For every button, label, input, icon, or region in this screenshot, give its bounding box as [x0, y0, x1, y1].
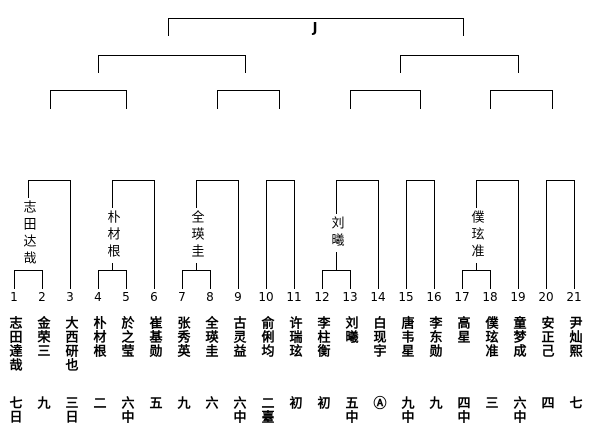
player-seed: 8 [206, 290, 214, 304]
player-name: 志田達哉 [6, 316, 22, 372]
player-seed: 4 [94, 290, 102, 304]
player-seed: 7 [178, 290, 186, 304]
player-name: 朴材根 [90, 316, 106, 358]
player-seed: 1 [10, 290, 18, 304]
player-rank: 九 [34, 396, 50, 410]
player-seed: 13 [342, 290, 358, 304]
player-name: 白现宇 [370, 316, 386, 358]
bracket-line [217, 90, 280, 109]
player-seed: 2 [38, 290, 46, 304]
player-rank: 七日 [6, 396, 22, 424]
player-name: 李柱衡 [314, 316, 330, 358]
player-name: 古灵益 [230, 316, 246, 358]
player-rank: 二 [90, 396, 106, 410]
player-rank: 四 [538, 396, 554, 410]
bracket-line [168, 18, 464, 36]
player-seed: 15 [398, 290, 414, 304]
player-name: 俞俐均 [258, 316, 274, 358]
player-name: 许瑞玹 [286, 316, 302, 358]
bracket-line [50, 90, 127, 109]
player-rank: 初 [314, 396, 330, 410]
player-name: 全瑛圭 [202, 316, 218, 358]
player-name: 金荣三 [34, 316, 50, 358]
bracket-line [350, 90, 421, 109]
player-seed: 6 [150, 290, 158, 304]
player-rank: 四中 [454, 396, 470, 424]
player-seed: 5 [122, 290, 130, 304]
bracket-line [546, 180, 575, 289]
player-rank: 三 [482, 396, 498, 410]
player-rank: 三日 [62, 396, 78, 424]
player-name: 尹灿熙 [566, 316, 582, 358]
bracket-line [322, 270, 351, 289]
player-rank: 六中 [118, 396, 134, 424]
player-name: 崔基勋 [146, 316, 162, 358]
player-rank: 六 [202, 396, 218, 410]
player-rank: 七 [566, 396, 582, 410]
player-rank: 五中 [342, 396, 358, 424]
player-name: 高星 [454, 316, 470, 344]
round-winner-label: 志田达哉 [20, 198, 36, 270]
bracket-line [182, 270, 211, 289]
champion-label: J [309, 22, 321, 35]
player-seed: 3 [66, 290, 74, 304]
round-winner-label: 全瑛圭 [188, 208, 204, 263]
player-seed: 17 [454, 290, 470, 304]
player-seed: 19 [510, 290, 526, 304]
bracket-line [98, 55, 246, 73]
bracket-line [400, 55, 519, 73]
player-name: 僕玹准 [482, 316, 498, 358]
player-rank: 初 [286, 396, 302, 410]
player-seed: 11 [286, 290, 302, 304]
bracket-line [266, 180, 295, 289]
player-name: 童梦成 [510, 316, 526, 358]
player-name: 刘曦 [342, 316, 358, 344]
bracket-line [490, 90, 553, 109]
player-rank: 六中 [230, 396, 246, 424]
player-rank: 六中 [510, 396, 526, 424]
player-seed: 20 [538, 290, 554, 304]
player-name: 於之莹 [118, 316, 134, 358]
player-name: 李东勋 [426, 316, 442, 358]
player-seed: 12 [314, 290, 330, 304]
player-rank: 九 [426, 396, 442, 410]
bracket-line [462, 270, 491, 289]
player-rank: 九 [174, 396, 190, 410]
round-winner-label: 僕玹准 [468, 208, 484, 263]
player-seed: 10 [258, 290, 274, 304]
player-seed: 21 [566, 290, 582, 304]
bracket-line [98, 270, 127, 289]
bracket-line [14, 270, 43, 289]
bracket-line [406, 180, 435, 289]
player-rank: 五 [146, 396, 162, 410]
player-name: 安正己 [538, 316, 554, 358]
player-rank: 九中 [398, 396, 414, 424]
round-winner-label: 刘曦 [328, 214, 344, 252]
player-name: 大西研也 [62, 316, 78, 372]
player-seed: 18 [482, 290, 498, 304]
round-winner-label: 朴材根 [104, 208, 120, 263]
player-name: 唐韦星 [398, 316, 414, 358]
player-rank: 二臺 [258, 396, 274, 424]
player-seed: 16 [426, 290, 442, 304]
player-seed: 14 [370, 290, 386, 304]
player-seed: 9 [234, 290, 242, 304]
player-rank: Ⓐ [370, 396, 386, 410]
player-name: 张秀英 [174, 316, 190, 358]
